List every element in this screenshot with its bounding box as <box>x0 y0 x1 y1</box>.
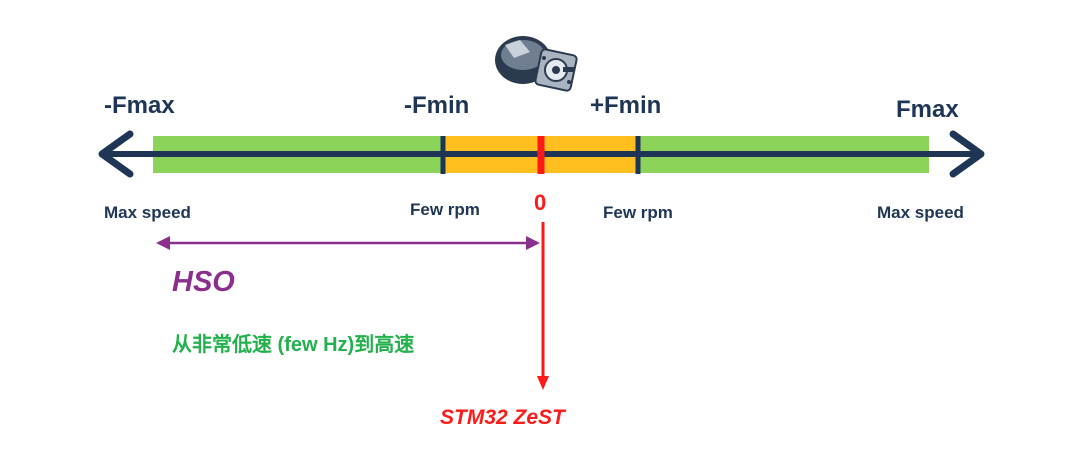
plus-fmin-label: +Fmin <box>590 92 662 119</box>
minus-fmax-label: -Fmax <box>104 92 175 119</box>
left-max-speed-label: Max speed <box>104 203 191 222</box>
left-few-rpm-label: Few rpm <box>410 200 480 219</box>
hso-range-right-head <box>526 236 540 250</box>
hso-range-left-head <box>156 236 170 250</box>
zest-label: STM32 ZeST <box>440 406 565 429</box>
minus-fmin-label: -Fmin <box>404 92 470 119</box>
left-arrowhead <box>98 130 134 178</box>
motor-icon <box>495 36 578 92</box>
right-max-speed-label: Max speed <box>877 203 964 222</box>
right-arrowhead <box>949 130 985 178</box>
hso-description: 从非常低速 (few Hz)到高速 <box>172 334 415 356</box>
zest-arrow-head <box>537 376 549 390</box>
fmax-label: Fmax <box>896 96 959 123</box>
hso-title: HSO <box>172 266 235 298</box>
right-few-rpm-label: Few rpm <box>603 203 673 222</box>
zero-label: 0 <box>534 190 547 215</box>
